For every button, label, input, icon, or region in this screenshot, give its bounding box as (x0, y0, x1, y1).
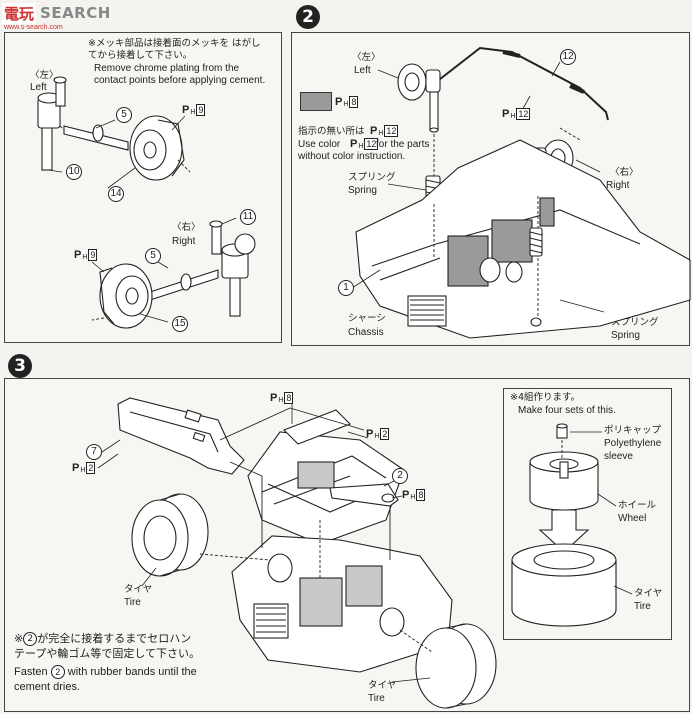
step3-tire-jp-right: タイヤ (368, 680, 397, 691)
sub-tire-en: Tire (634, 601, 651, 612)
step3-tire-jp-left: タイヤ (124, 584, 153, 595)
step2-chassis-jp: シャーシ (348, 313, 386, 324)
step2-instruction-jp: 指示の無い所は (298, 126, 365, 137)
step1-note-en-1: Remove chrome plating from the (94, 63, 240, 74)
step1-part-11: 11 (240, 209, 256, 225)
sub-tire-jp: タイヤ (634, 588, 663, 599)
step2-part-12: 12 (560, 49, 576, 65)
step3-tire-en-left: Tire (124, 597, 141, 608)
sub-note-en: Make four sets of this. (518, 405, 616, 416)
step1-part-10: 10 (66, 164, 82, 180)
watermark-banner: 電玩 SEARCH (2, 2, 111, 24)
step1-part-5a: 5 (116, 107, 132, 123)
step3-fasten-jp-2: テープや輪ゴム等で固定して下さい。 (14, 647, 201, 660)
sub-arrow (538, 509, 590, 553)
sub-tire (511, 560, 617, 627)
step1-part-14: 14 (108, 186, 124, 202)
step1-right-en: Right (172, 236, 196, 247)
step2-instruction-en-1: Use color (298, 139, 341, 150)
step1-part-15: 15 (172, 316, 188, 332)
step1-note-jp: ※メッキ部品は接着面のメッキを はがしてから接着して下さい。 (88, 38, 261, 61)
step2-spring-jp-top: スプリング (348, 172, 396, 183)
sub-note-jp: ※4組作ります。 (510, 392, 581, 403)
step1-part-5b: 5 (145, 248, 161, 264)
step2-grille (407, 295, 447, 327)
step2-color-swatch (300, 92, 332, 111)
step3-tire-en-right: Tire (368, 693, 385, 704)
step2-right-en: Right (606, 180, 630, 191)
step1-left-en: Left (30, 82, 47, 93)
sub-poly-jp: ポリキャップ (604, 425, 662, 436)
step3-fasten-en-1: Fasten 2 with rubber bands until the (14, 665, 197, 679)
step2-right-jp: 〈右〉 (610, 167, 639, 178)
watermark-brand: SEARCH (40, 4, 111, 22)
sub-poly-en-2: sleeve (604, 451, 633, 462)
sub-wheel-en: Wheel (618, 513, 647, 524)
watermark-logo: 電玩 (2, 2, 37, 24)
step1-right-jp: 〈右〉 (172, 222, 201, 233)
step3-part-2: 2 (392, 468, 408, 484)
step2-part-1: 1 (338, 280, 354, 296)
step2-instruction-en-2: for the parts (376, 139, 430, 150)
sub-wheel-jp: ホイール (618, 500, 657, 511)
step2-instruction-en-3: without color instruction. (298, 151, 406, 162)
step2-spring-en-bottom: Spring (611, 330, 640, 341)
sub-poly-en-1: Polyethylene (604, 438, 662, 449)
step2-left-jp: 〈左〉 (352, 52, 381, 63)
step3-number: 3 (8, 354, 32, 378)
step2-spring-en-top: Spring (348, 185, 377, 196)
step1-left-jp: 〈左〉 (30, 70, 59, 81)
step3-part-7: 7 (86, 444, 102, 460)
step2-chassis-en: Chassis (348, 327, 384, 338)
step2-left-en: Left (354, 65, 371, 76)
step3-fasten-en-2: cement dries. (14, 681, 81, 693)
step1-note-en-2: contact points before applying cement. (94, 75, 266, 86)
step2-number: 2 (296, 5, 320, 29)
watermark-url: www.s-search.com (4, 24, 63, 31)
step2-spring-jp-bottom: スプリング (611, 317, 659, 328)
